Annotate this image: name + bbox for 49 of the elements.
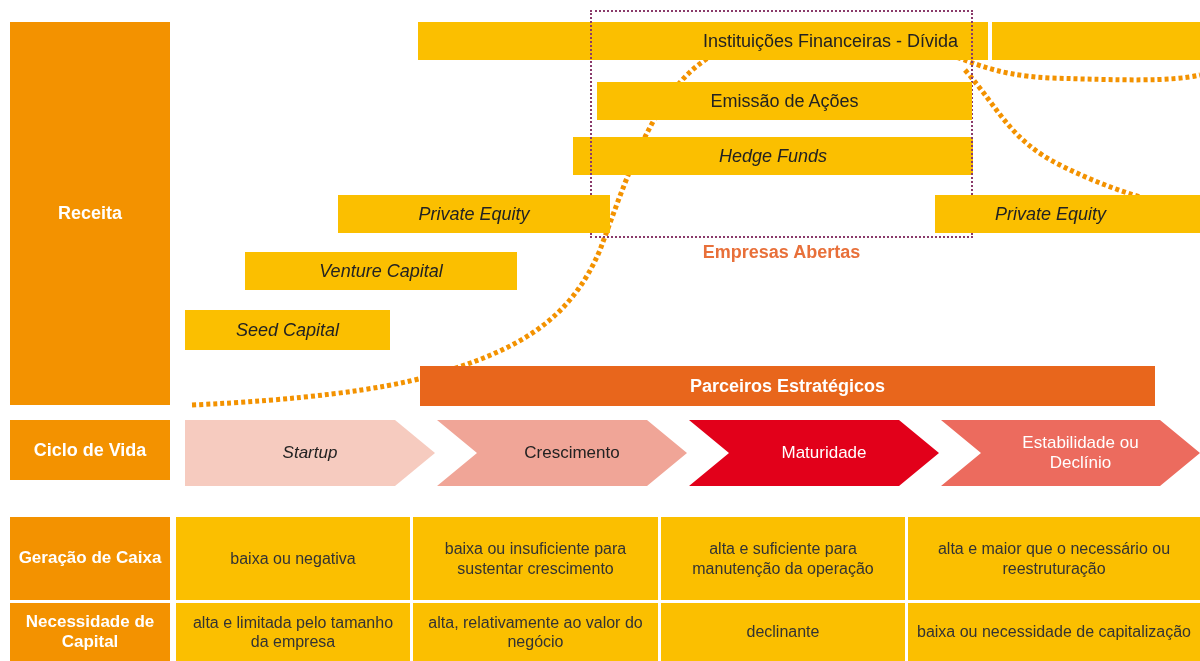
- funding-bar: [597, 82, 972, 120]
- bar-label: Receita: [57, 203, 122, 224]
- funding-bar: [418, 22, 988, 60]
- bar-label: Seed Capital: [235, 319, 340, 341]
- row-header: [10, 22, 170, 405]
- cell-text: baixa ou negativa: [229, 548, 357, 569]
- cell-text: alta e maior que o necessário ou reestruturação: [936, 539, 1172, 578]
- group-heading: Empresas Abertas: [702, 242, 861, 263]
- cell-text: alta, relativamente ao valor do negócio: [427, 612, 644, 652]
- partner-bar: [420, 366, 1155, 406]
- funding-bar: [935, 195, 1200, 233]
- bar-label: Estabilidade ou Declínio: [1021, 433, 1140, 473]
- row-header: [10, 420, 170, 480]
- stage-band: [185, 420, 435, 486]
- bar-label: Venture Capital: [319, 260, 443, 282]
- table-cell: [176, 603, 410, 661]
- cell-text: Necessidade de Capital: [24, 611, 156, 653]
- bar-label: Instituições Financeiras - Dívida: [702, 30, 958, 52]
- table-cell: [908, 517, 1200, 600]
- funding-bar: [992, 22, 1200, 60]
- table-cell: [413, 517, 658, 600]
- bar-label: Private Equity: [995, 203, 1107, 225]
- funding-bar: [245, 252, 517, 290]
- table-cell: [413, 603, 658, 661]
- cell-text: alta e suficiente para manutenção da operação: [691, 539, 875, 578]
- stage-band: [689, 420, 939, 486]
- funding-bar: [338, 195, 610, 233]
- bar-label: Emissão de Ações: [710, 90, 859, 112]
- table-cell: [661, 603, 905, 661]
- row-header: [10, 603, 170, 661]
- cell-text: declinante: [745, 622, 821, 642]
- cell-text: baixa ou necessidade de capitalização: [916, 622, 1192, 642]
- bar-label: Crescimento: [523, 443, 621, 463]
- bar-label: Ciclo de Vida: [33, 439, 147, 461]
- stage-band: [437, 420, 687, 486]
- stage-band: [941, 420, 1200, 486]
- cell-text: Geração de Caixa: [17, 548, 163, 569]
- cell-text: alta e limitada pelo tamanho da empresa: [191, 612, 395, 652]
- table-cell: [908, 603, 1200, 661]
- bar-label: Parceiros Estratégicos: [689, 375, 886, 397]
- funding-bar: [185, 310, 390, 350]
- table-cell: [176, 517, 410, 600]
- bar-label: Startup: [281, 443, 339, 463]
- row-header: [10, 517, 170, 600]
- cell-text: baixa ou insuficiente para sustentar crescimento: [443, 539, 628, 578]
- bar-label: Maturidade: [780, 443, 868, 463]
- bar-label: Hedge Funds: [718, 145, 828, 167]
- table-cell: [661, 517, 905, 600]
- bar-label: Private Equity: [418, 203, 530, 225]
